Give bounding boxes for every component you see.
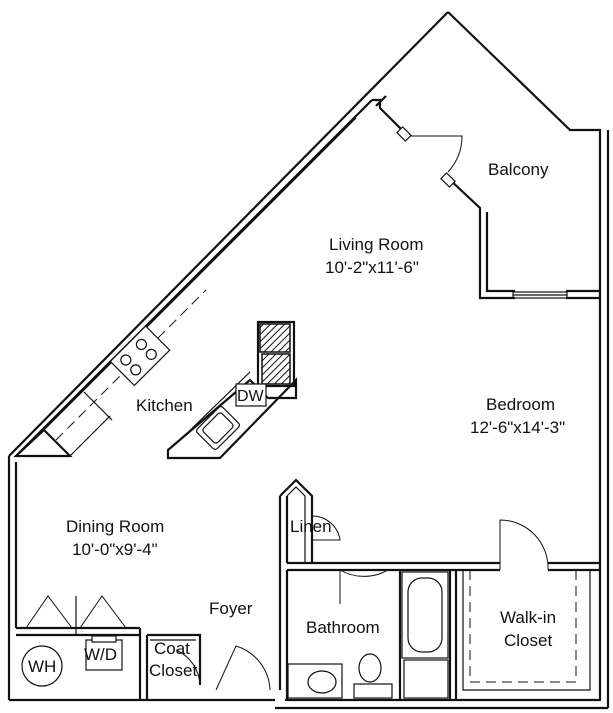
- kitchen-corner: [13, 428, 73, 458]
- coat-closet-door: [175, 649, 201, 686]
- balcony-door-jamb-top: [372, 98, 405, 133]
- pantry-upper: [259, 323, 291, 353]
- dining-room-label: Dining Room: [66, 517, 164, 536]
- washer-dryer: [85, 639, 123, 671]
- kitchen-label: Kitchen: [136, 396, 193, 415]
- balcony-door: [410, 135, 463, 173]
- balcony-exterior-wall: [447, 11, 602, 701]
- entry-door: [215, 645, 271, 691]
- living-room-dimensions: 10'-2"x11'-6": [325, 258, 419, 277]
- bathroom-sink: [307, 670, 337, 694]
- walk-in-closet-label-line2: Closet: [504, 631, 552, 650]
- washer-dryer-label: W/D: [84, 645, 117, 664]
- bathroom-door: [339, 569, 389, 604]
- linen-door: [311, 515, 341, 541]
- toilet: [358, 653, 382, 683]
- linen-closet-wall: [279, 478, 314, 563]
- dishwasher: [235, 383, 267, 407]
- balcony-label: Balcony: [488, 160, 549, 179]
- diagonal-exterior-wall: [8, 11, 449, 457]
- kitchen-counters: DW: [13, 117, 357, 460]
- dining-room-dimensions: 10'-0"x9'-4": [72, 540, 158, 559]
- outer-walls: [7, 11, 610, 710]
- interior-walls: W/D WH: [16, 478, 600, 700]
- kitchen-sink: [196, 406, 240, 450]
- coat-closet-wall: [147, 633, 202, 685]
- room-labels: Balcony Living Room 10'-2"x11'-6" Bedroo…: [66, 160, 565, 680]
- coat-closet-label-line1: Coat: [154, 639, 190, 658]
- bedroom-dimensions: 12'-6"x14'-3": [470, 418, 565, 437]
- balcony-inner-wall: [447, 177, 515, 300]
- water-heater: [21, 645, 63, 687]
- bedroom-closet-door: [499, 519, 549, 571]
- dishwasher-label: DW: [237, 388, 265, 405]
- pantry-lower: [261, 353, 291, 385]
- bedroom-label: Bedroom: [486, 395, 555, 414]
- living-room-label: Living Room: [329, 235, 424, 254]
- laundry-door-right: [79, 595, 127, 629]
- cooktop: [109, 325, 171, 387]
- foyer-label: Foyer: [209, 599, 253, 618]
- balcony-walls: [372, 95, 600, 300]
- toilet-tank: [353, 683, 393, 699]
- walk-in-closet-label-line1: Walk-in: [500, 608, 556, 627]
- diagonal-interior-wall: [15, 99, 373, 457]
- kitchen-peninsula: [166, 377, 298, 460]
- bathroom-label: Bathroom: [306, 618, 380, 637]
- water-heater-label: WH: [28, 657, 56, 676]
- coat-closet-label-line2: Closet: [149, 661, 197, 680]
- linen-label: Linen: [290, 517, 332, 536]
- laundry-door-left: [25, 595, 73, 629]
- walk-in-shelf: [469, 570, 577, 683]
